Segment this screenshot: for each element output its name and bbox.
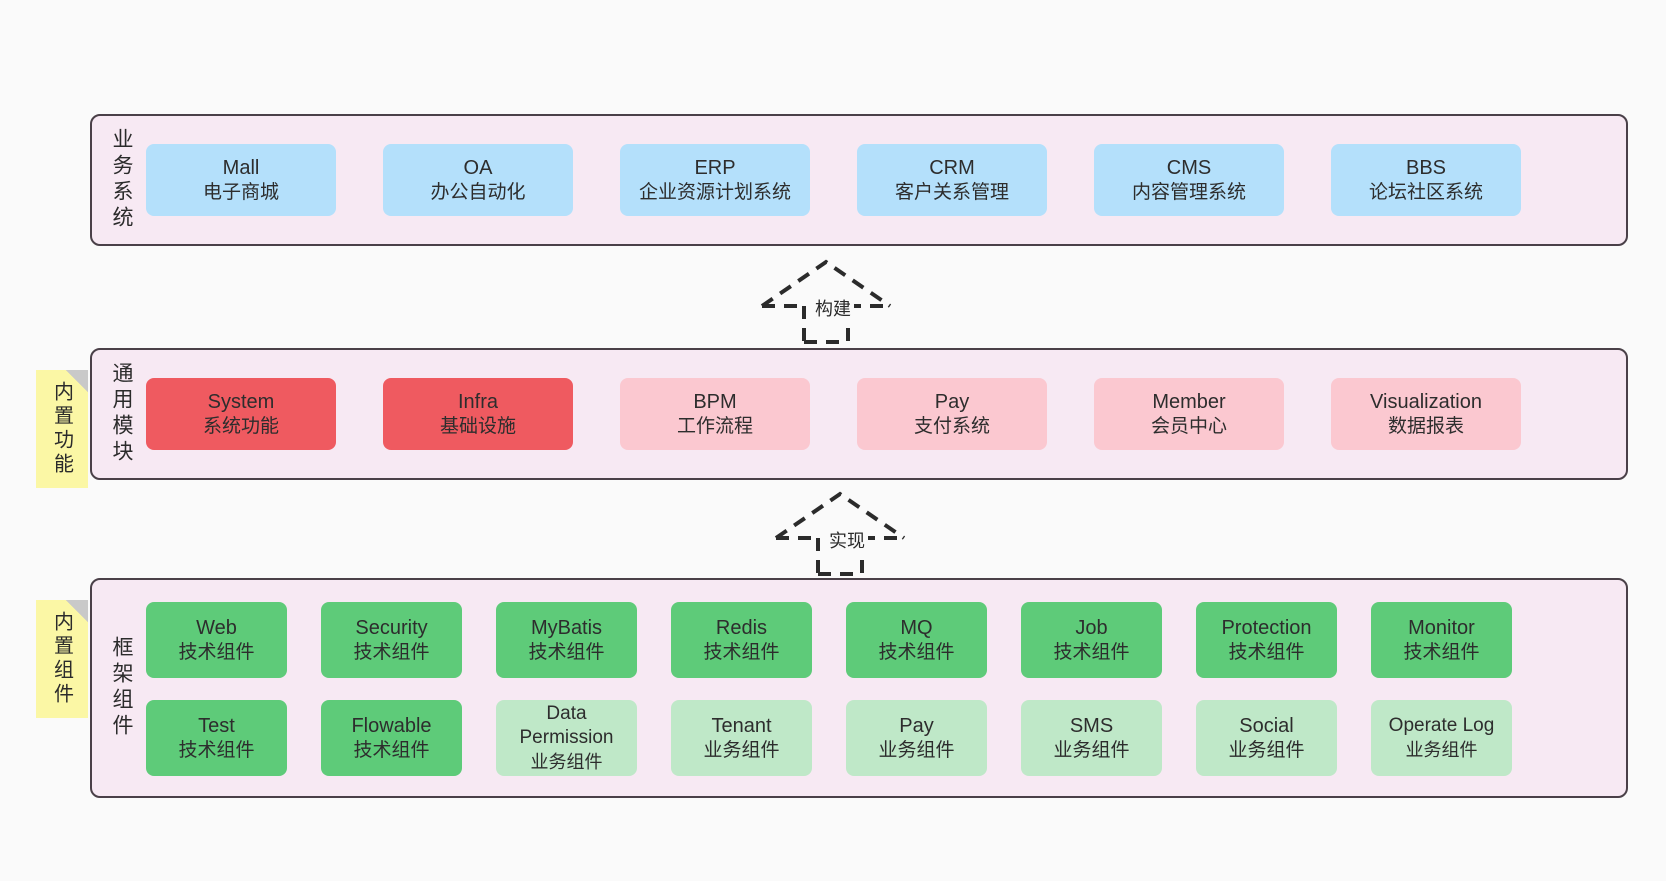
note-fold-icon — [66, 600, 88, 622]
box-title-cn: 电子商城 — [202, 181, 279, 203]
box-title-cn: 技术组件 — [878, 641, 955, 663]
box-title-en: BBS — [1405, 156, 1447, 179]
framework-box-operate-log-biz[interactable]: Operate Log 业务组件 — [1371, 700, 1512, 776]
box-title-cn: 支付系统 — [913, 415, 990, 437]
box-title-cn: 业务组件 — [703, 739, 780, 761]
box-title-en: Mall — [222, 156, 260, 179]
box-title-cn: 企业资源计划系统 — [638, 181, 791, 203]
box-title-en: Protection — [1221, 616, 1312, 639]
box-title-cn: 技术组件 — [703, 641, 780, 663]
box-title-en: Member — [1152, 390, 1226, 413]
connector-implement: 实现 — [770, 490, 950, 576]
framework-box-data-permission-biz[interactable]: Data Permission 业务组件 — [496, 700, 637, 776]
connector-implement-label: 实现 — [826, 527, 868, 553]
box-title-en: Security — [355, 616, 428, 639]
layer-business-title: 业务系统 — [110, 128, 133, 232]
box-title-cn: 技术组件 — [353, 641, 430, 663]
box-title-cn: 技术组件 — [178, 641, 255, 663]
box-title-cn: 业务组件 — [1228, 739, 1305, 761]
box-title-cn: 论坛社区系统 — [1368, 181, 1483, 203]
box-title-cn: 业务组件 — [1053, 739, 1130, 761]
box-title-cn: 技术组件 — [178, 739, 255, 761]
note-builtin-components: 内置组件 — [36, 600, 88, 718]
box-title-cn: 基础设施 — [439, 415, 516, 437]
box-title-en: ERP — [694, 156, 736, 179]
box-title-en: Visualization — [1370, 390, 1482, 413]
box-title-en: Social — [1239, 714, 1294, 737]
connector-build-label: 构建 — [812, 295, 854, 321]
box-title-cn: 办公自动化 — [430, 181, 526, 203]
box-title-cn: 技术组件 — [353, 739, 430, 761]
box-title-en: MQ — [900, 616, 933, 639]
box-title-en: Operate Log — [1388, 714, 1495, 736]
note-builtin-features-text: 内置功能 — [50, 381, 73, 477]
box-title-en: System — [207, 390, 275, 413]
box-title-cn: 客户关系管理 — [894, 181, 1009, 203]
box-title-cn: 会员中心 — [1150, 415, 1227, 437]
box-title-en: Job — [1075, 616, 1108, 639]
note-builtin-components-text: 内置组件 — [50, 611, 73, 707]
box-title-en: Redis — [715, 616, 768, 639]
box-title-en: Data Permission — [519, 702, 614, 749]
layer-common-title: 通用模块 — [110, 362, 133, 466]
box-title-en: CRM — [929, 156, 975, 179]
box-title-cn: 系统功能 — [202, 415, 279, 437]
box-title-en: OA — [463, 156, 493, 179]
box-title-cn: 技术组件 — [1403, 641, 1480, 663]
box-title-en: Web — [196, 616, 237, 639]
layer-framework-title: 框架组件 — [110, 636, 133, 740]
box-title-cn: 业务组件 — [530, 752, 603, 772]
box-title-cn: 数据报表 — [1387, 415, 1464, 437]
box-title-cn: 工作流程 — [676, 415, 753, 437]
box-title-cn: 技术组件 — [1228, 641, 1305, 663]
box-title-en: Monitor — [1408, 616, 1475, 639]
box-title-cn: 业务组件 — [878, 739, 955, 761]
connector-build: 构建 — [756, 258, 936, 344]
box-title-en: Flowable — [351, 714, 432, 737]
box-title-en: Tenant — [711, 714, 772, 737]
box-title-en: Pay — [899, 714, 934, 737]
box-title-en: SMS — [1069, 714, 1114, 737]
box-title-en: MyBatis — [530, 616, 603, 639]
box-title-en: Pay — [934, 390, 970, 413]
note-builtin-features: 内置功能 — [36, 370, 88, 488]
box-title-cn: 业务组件 — [1405, 739, 1478, 760]
box-title-cn: 技术组件 — [1053, 641, 1130, 663]
note-fold-icon — [66, 370, 88, 392]
box-title-cn: 技术组件 — [528, 641, 605, 663]
box-title-en: BPM — [693, 390, 737, 413]
box-title-cn: 内容管理系统 — [1131, 181, 1246, 203]
box-title-en: Test — [198, 714, 235, 737]
box-title-en: CMS — [1166, 156, 1212, 179]
box-title-en: Infra — [457, 390, 499, 413]
